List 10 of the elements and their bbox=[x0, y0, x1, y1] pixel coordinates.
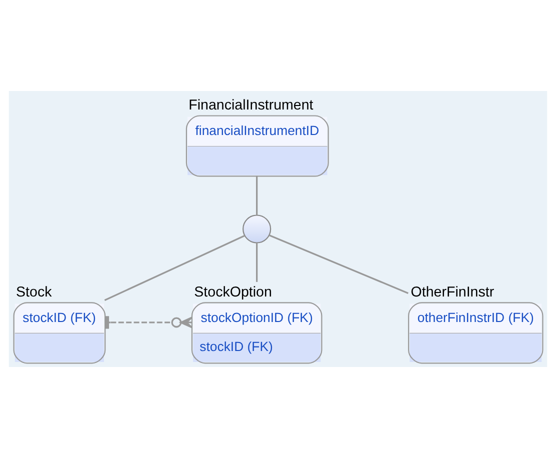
node-label: Stock bbox=[16, 284, 52, 300]
node-label: OtherFinInstr bbox=[410, 284, 494, 300]
connector bbox=[256, 175, 258, 215]
connector bbox=[268, 234, 408, 294]
node-circle bbox=[242, 214, 272, 243]
connector bbox=[104, 234, 246, 301]
node-label: StockOption bbox=[194, 284, 272, 300]
connector bbox=[256, 242, 258, 282]
node-label: FinancialInstrument bbox=[188, 97, 314, 114]
connector bbox=[104, 316, 193, 328]
